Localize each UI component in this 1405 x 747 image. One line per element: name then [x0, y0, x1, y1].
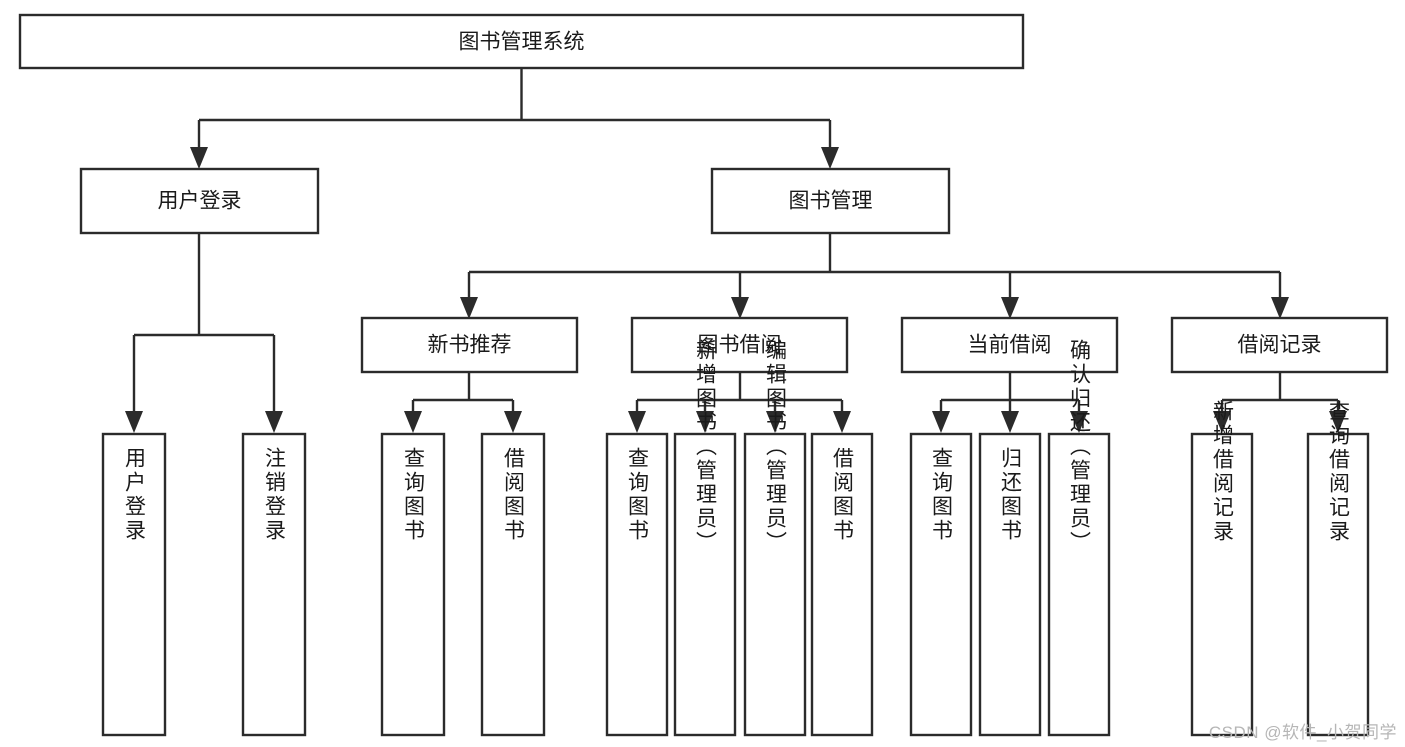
node-user-login-label: 用户登录	[158, 190, 242, 213]
leaf-cb-confirm-return-box[interactable]	[1047, 432, 1111, 737]
node-borrow-record-box[interactable]	[1170, 316, 1389, 374]
leaf-cb-query-book[interactable]: 查询图书	[909, 432, 973, 737]
node-root-book-management-system[interactable]: 图书管理系统	[18, 13, 1025, 70]
leaf-bb-edit-book-box[interactable]	[743, 432, 807, 737]
leaf-user-login[interactable]: 用户登录	[101, 432, 167, 737]
leaf-cb-return-book-label: 归还图书	[999, 447, 1023, 543]
node-new-book-recommend-box[interactable]	[360, 316, 579, 374]
leaf-cb-query-book-label: 查询图书	[930, 447, 954, 543]
node-book-borrow-box[interactable]	[630, 316, 849, 374]
node-book-management-label: 图书管理	[789, 190, 873, 213]
leaf-br-query-record[interactable]: 查询借阅记录	[1306, 400, 1370, 737]
arrowhead-to-new-book	[460, 297, 478, 319]
node-borrow-record[interactable]: 借阅记录	[1170, 316, 1389, 374]
leaf-logout-label: 注销登录	[263, 447, 287, 543]
node-book-borrow[interactable]: 图书借阅	[630, 316, 849, 374]
arrowhead-nb-leaf-1	[404, 411, 422, 433]
arrowhead-to-borrow-record	[1271, 297, 1289, 319]
node-root-label: 图书管理系统	[459, 31, 585, 54]
arrowhead-to-book-borrow	[731, 297, 749, 319]
node-current-borrow-box[interactable]	[900, 316, 1119, 374]
arrowhead-to-current-borrow	[1001, 297, 1019, 319]
leaf-bb-borrow-book-label: 借阅图书	[831, 447, 855, 543]
node-user-login-box[interactable]	[79, 167, 320, 235]
leaf-bb-query-book[interactable]: 查询图书	[605, 432, 669, 737]
arrowhead-cb-leaf-2	[1001, 411, 1019, 433]
node-book-management-box[interactable]	[710, 167, 951, 235]
leaf-nb-query-book[interactable]: 查询图书	[380, 432, 446, 737]
leaf-bb-borrow-book[interactable]: 借阅图书	[810, 432, 874, 737]
leaf-logout[interactable]: 注销登录	[241, 432, 307, 737]
leaf-br-query-record-label: 查询借阅记录	[1327, 400, 1351, 544]
connector-layer	[125, 68, 1347, 433]
leaf-bb-edit-book-label: 编辑图书（管理员）	[764, 339, 788, 555]
leaf-logout-box[interactable]	[241, 432, 307, 737]
node-book-management[interactable]: 图书管理	[710, 167, 951, 235]
arrowhead-to-leaf-logout	[265, 411, 283, 433]
leaf-cb-confirm-return[interactable]: 确认归还（管理员）	[1047, 339, 1111, 737]
leaf-cb-return-book[interactable]: 归还图书	[978, 432, 1042, 737]
arrowhead-to-user-login	[190, 147, 208, 169]
leaf-nb-query-book-box[interactable]	[380, 432, 446, 737]
node-root-box[interactable]	[18, 13, 1025, 70]
arrowhead-nb-leaf-2	[504, 411, 522, 433]
node-borrow-record-label: 借阅记录	[1238, 334, 1322, 357]
node-new-book-recommend[interactable]: 新书推荐	[360, 316, 579, 374]
node-new-book-recommend-label: 新书推荐	[428, 334, 512, 357]
arrowhead-bb-leaf-1	[628, 411, 646, 433]
leaf-bb-query-book-label: 查询图书	[626, 447, 650, 543]
leaf-cb-query-book-box[interactable]	[909, 432, 973, 737]
arrowhead-bb-leaf-4	[833, 411, 851, 433]
leaf-nb-borrow-book[interactable]: 借阅图书	[480, 432, 546, 737]
leaf-nb-query-book-label: 查询图书	[402, 447, 426, 543]
node-user-login[interactable]: 用户登录	[79, 167, 320, 235]
leaf-cb-confirm-return-label: 确认归还（管理员）	[1068, 339, 1092, 555]
leaf-br-add-record[interactable]: 新增借阅记录	[1190, 400, 1254, 737]
node-current-borrow[interactable]: 当前借阅	[900, 316, 1119, 374]
arrowhead-to-leaf-user-login	[125, 411, 143, 433]
leaf-cb-return-book-box[interactable]	[978, 432, 1042, 737]
leaf-nb-borrow-book-label: 借阅图书	[502, 447, 526, 543]
leaf-bb-edit-book[interactable]: 编辑图书（管理员）	[743, 339, 807, 737]
node-book-borrow-label: 图书借阅	[698, 334, 782, 357]
leaf-bb-query-book-box[interactable]	[605, 432, 669, 737]
leaf-bb-add-book[interactable]: 新增图书（管理员）	[673, 339, 737, 737]
leaf-bb-add-book-label: 新增图书（管理员）	[694, 339, 718, 555]
leaf-br-add-record-box[interactable]	[1190, 432, 1254, 737]
arrowhead-to-book-manage	[821, 147, 839, 169]
node-current-borrow-label: 当前借阅	[968, 334, 1052, 357]
leaf-user-login-label: 用户登录	[123, 447, 147, 543]
leaf-bb-add-book-box[interactable]	[673, 432, 737, 737]
leaf-br-add-record-label: 新增借阅记录	[1211, 400, 1235, 544]
leaf-nb-borrow-book-box[interactable]	[480, 432, 546, 737]
leaf-br-query-record-box[interactable]	[1306, 432, 1370, 737]
leaf-bb-borrow-book-box[interactable]	[810, 432, 874, 737]
arrowhead-cb-leaf-1	[932, 411, 950, 433]
leaf-user-login-box[interactable]	[101, 432, 167, 737]
